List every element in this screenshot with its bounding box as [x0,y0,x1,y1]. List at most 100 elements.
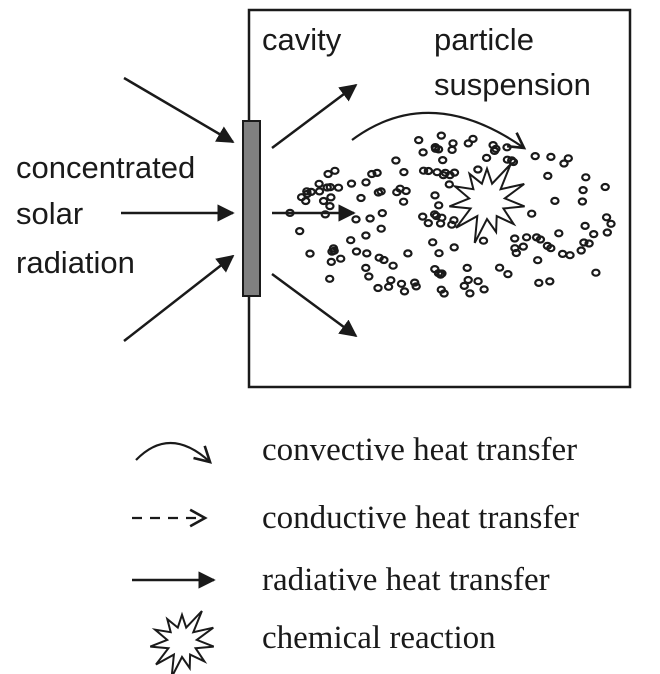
particle [581,173,591,182]
particle [600,182,610,192]
legend-item-conductive: conductive heat transfer [132,500,579,536]
particle [429,210,440,219]
particle [463,275,473,285]
legend-label-conductive: conductive heat transfer [262,500,579,536]
particle [577,197,588,206]
particle [361,231,371,240]
legend-label-radiative: radiative heat transfer [262,562,550,598]
particle [328,244,339,253]
particle [428,238,438,247]
incoming-radiation-arrow-bottom [123,254,235,342]
suspension-label-line2: suspension [434,67,591,102]
particle [423,166,434,176]
particle [326,193,336,202]
particle [377,209,387,218]
source-label-line1: concentrated [16,150,195,185]
particle [473,165,483,174]
particle [602,228,613,237]
particle [579,238,589,247]
particle [542,241,553,250]
particle [439,289,449,298]
particle [606,219,616,228]
particle [295,227,305,236]
incoming-radiation-arrow-top [123,76,235,144]
legend-item-convective: convective heat transfer [135,432,577,468]
curved-arrow-icon [135,441,212,464]
particle [563,154,574,163]
particle [449,216,459,225]
source-label-line2: solar [16,196,83,231]
particle [373,283,383,293]
particle [554,229,564,238]
particle [494,263,505,272]
particle [438,156,448,165]
particle [465,289,475,298]
internal-radiation-arrow-down [271,272,358,338]
particle [530,152,540,161]
legend-label-chemical-reaction: chemical reaction [262,620,496,656]
particle [418,212,428,221]
particle [336,254,346,263]
particle [314,187,325,196]
particle [399,287,410,296]
particle [367,169,377,179]
particle [601,213,612,222]
particle [434,249,444,258]
particle [302,187,312,196]
particle [508,157,519,167]
particle [323,169,333,179]
particle [589,230,599,239]
particle [565,251,575,260]
particle [376,224,386,233]
particle [326,257,336,266]
particle [488,141,498,150]
particle [559,159,569,168]
particle [430,144,441,153]
particle [434,201,444,210]
particle [533,256,543,265]
legend-item-chemical-reaction: chemical reaction [149,610,496,674]
particle [372,168,382,177]
particle [557,249,568,258]
particle [361,263,371,272]
particle [546,152,556,161]
particle [418,148,428,157]
legend: convective heat transfer conductive heat… [132,432,579,674]
starburst-icon [149,610,215,674]
particle [364,272,374,281]
particle [383,282,394,291]
particle [468,134,478,143]
particle [411,282,421,291]
cavity-label: cavity [262,22,342,57]
particle [448,139,458,148]
particle [395,184,405,193]
particle [362,249,372,258]
particle [285,208,295,217]
particle [391,156,401,165]
particle [479,285,489,294]
suspension-label-line1: particle [434,22,534,57]
particle [386,276,396,285]
particle [376,187,386,196]
particle [438,171,449,180]
particle [365,214,375,223]
convection-curve-arrow [351,111,527,150]
particle [351,247,362,256]
particle [481,153,492,162]
particle [320,210,330,219]
particle [325,274,335,283]
particle [545,277,555,286]
particle [346,179,357,188]
particle [534,278,544,287]
particle [531,233,542,242]
particle [580,221,590,230]
legend-item-radiative: radiative heat transfer [132,562,550,598]
particle [473,277,483,286]
particle [543,171,553,180]
particle [330,166,340,175]
particle [322,183,332,192]
particle [510,244,520,253]
reaction-starburst [449,163,525,244]
particle [318,196,329,206]
